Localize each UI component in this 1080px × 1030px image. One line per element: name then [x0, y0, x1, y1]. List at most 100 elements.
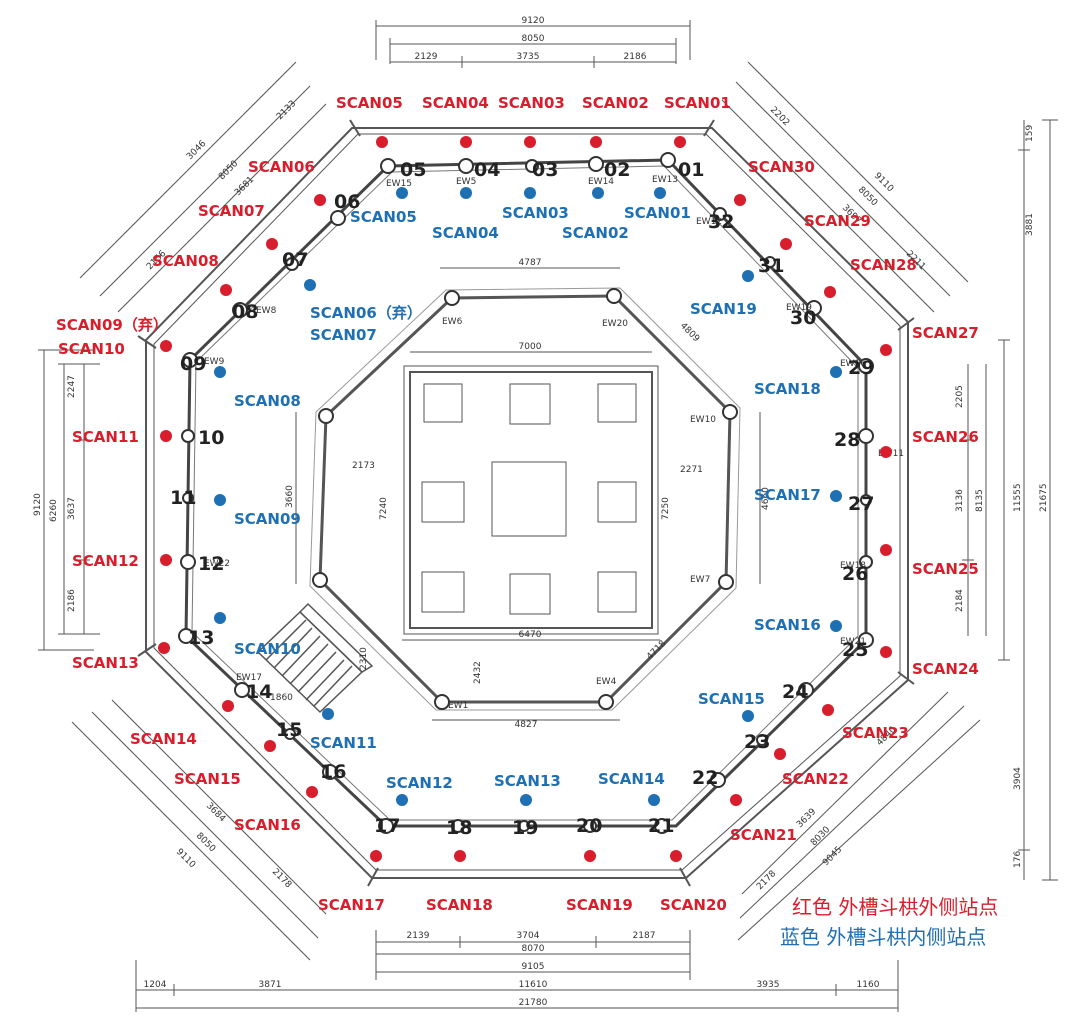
ew-tag: EW7	[690, 575, 710, 585]
blue-station-label: SCAN18	[754, 380, 821, 398]
blue-station-dot	[742, 710, 754, 722]
staircase	[256, 602, 374, 714]
ew-tag: EW1	[448, 701, 468, 711]
red-station-label: SCAN21	[730, 826, 797, 844]
red-station-label: SCAN26	[912, 428, 979, 446]
red-station-label: SCAN23	[842, 724, 909, 742]
red-station-label: SCAN10	[58, 340, 125, 358]
blue-station-label: SCAN01	[624, 204, 691, 222]
red-station-label: SCAN05	[336, 94, 403, 112]
column-number: 12	[198, 553, 224, 575]
column-number: 01	[678, 159, 704, 181]
dim-label: 2184	[955, 589, 965, 612]
blue-station-dot	[396, 187, 408, 199]
dim-label: 1160	[857, 980, 880, 990]
blue-station-dot	[830, 366, 842, 378]
dim-label: 9045	[821, 845, 844, 868]
dim-label: 3046	[185, 139, 208, 162]
ew-tag: EW8	[256, 306, 277, 316]
legend-red-text: 红色 外槽斗栱外侧站点	[792, 895, 998, 919]
red-station-label: SCAN04	[422, 94, 489, 112]
red-station-dot	[370, 850, 382, 862]
dim-label: 2133	[275, 99, 298, 122]
dim-label: 2247	[67, 375, 77, 398]
red-station-dot	[734, 194, 746, 206]
red-station-label: SCAN07	[198, 202, 265, 220]
legend-blue-text: 蓝色 外槽斗栱内侧站点	[780, 925, 986, 949]
dim-label: 7240	[379, 497, 389, 520]
red-station-dot	[824, 286, 836, 298]
blue-station-label: SCAN19	[690, 300, 757, 318]
ew-tag: EW20	[602, 319, 628, 329]
inner-ring-offset	[309, 287, 741, 711]
column-numbers: 01 02 03 04 05 06 07 08 09 10 11 12 13 1…	[170, 159, 874, 839]
column-number: 03	[532, 159, 558, 181]
dim-label: 3881	[1025, 213, 1035, 236]
dim-label: 3639	[795, 807, 818, 830]
dim-label: 8030	[809, 825, 832, 848]
blue-station-dots	[214, 187, 842, 806]
column-number: 19	[512, 817, 538, 839]
red-station-label: SCAN22	[782, 770, 849, 788]
dim-label: 3637	[67, 497, 77, 520]
blue-station-dot	[214, 494, 226, 506]
red-station-label: SCAN29	[804, 212, 871, 230]
column-number: 17	[374, 815, 400, 837]
legend: 红色 外槽斗栱外侧站点 蓝色 外槽斗栱内侧站点	[780, 895, 998, 949]
red-station-dot	[880, 446, 892, 458]
red-station-dot	[160, 340, 172, 352]
ew-tag: EW10	[690, 415, 716, 425]
dim-label: 8050	[217, 159, 240, 182]
red-station-label: SCAN24	[912, 660, 979, 678]
outer-columns	[178, 152, 874, 834]
blue-station-label: SCAN15	[698, 690, 765, 708]
dim-label: 9110	[872, 171, 895, 194]
blue-station-dot	[214, 612, 226, 624]
blue-station-label: SCAN12	[386, 774, 453, 792]
red-station-label: SCAN16	[234, 816, 301, 834]
blue-station-label: SCAN16	[754, 616, 821, 634]
column-number: 06	[334, 191, 360, 213]
ew-tag: EW15	[386, 179, 412, 189]
red-station-label: SCAN08	[152, 252, 219, 270]
column-number: 08	[232, 301, 258, 323]
ew-tag: EW18	[840, 561, 866, 571]
red-station-dot	[590, 136, 602, 148]
dim-label: 7000	[519, 342, 542, 352]
dim-label: 2310	[359, 647, 369, 670]
dim-label: 2432	[473, 661, 483, 684]
red-station-dot	[220, 284, 232, 296]
red-station-dot	[584, 850, 596, 862]
dim-label: 9105	[522, 962, 545, 972]
column-number: 23	[744, 731, 770, 753]
dim-label: 3704	[517, 931, 540, 941]
column-number: 32	[708, 211, 734, 233]
column-number: 15	[276, 719, 302, 741]
dim-label: 2173	[352, 461, 375, 471]
dim-label: 2139	[407, 931, 430, 941]
column-number: 09	[180, 353, 206, 375]
blue-station-label: SCAN08	[234, 392, 301, 410]
blue-station-dot	[742, 270, 754, 282]
blue-station-label: SCAN07	[310, 326, 377, 344]
column-number: 22	[692, 767, 718, 789]
red-station-label: SCAN20	[660, 896, 727, 914]
red-station-dot	[266, 238, 278, 250]
column-number: 10	[198, 427, 224, 449]
dim-label: 2186	[67, 589, 77, 612]
blue-station-dot	[592, 187, 604, 199]
ew-tag: EW21	[840, 637, 866, 647]
column-number: 26	[842, 563, 868, 585]
red-station-label: SCAN30	[748, 158, 815, 176]
red-station-dot	[774, 748, 786, 760]
red-station-dot	[160, 554, 172, 566]
column-number: 11	[170, 487, 196, 509]
ew-tags: EW1 EW4 EW5 EW6 EW7 EW8 EW9 EW10 EW11 EW…	[204, 175, 904, 711]
red-station-dot	[524, 136, 536, 148]
red-station-label: SCAN03	[498, 94, 565, 112]
dim-label: 2129	[415, 52, 438, 62]
blue-station-dot	[304, 279, 316, 291]
dim-label: 3660	[285, 485, 295, 508]
dim-label: 2205	[955, 385, 965, 408]
blue-station-dot	[654, 187, 666, 199]
